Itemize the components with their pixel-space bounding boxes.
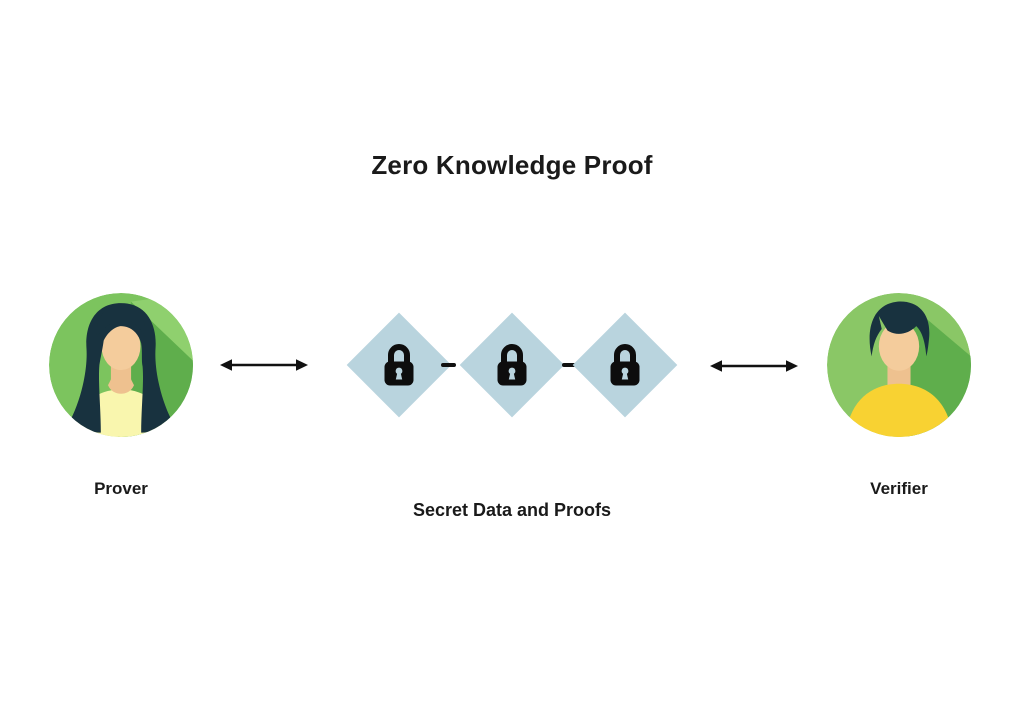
prover-label: Prover — [94, 479, 148, 498]
chain-label: Secret Data and Proofs — [412, 500, 612, 520]
connector-dash — [562, 363, 577, 367]
man-avatar-icon — [827, 293, 971, 437]
lock-icon — [610, 344, 640, 386]
connector-dash — [441, 363, 456, 367]
woman-avatar-icon — [49, 293, 193, 437]
lock-icon — [497, 344, 527, 386]
lock-icon — [384, 344, 414, 386]
prover-avatar — [49, 293, 193, 437]
verifier-label: Verifier — [870, 479, 928, 498]
double-headed-arrow-icon — [710, 360, 798, 372]
diagram-title: Zero Knowledge Proof — [371, 150, 653, 180]
double-headed-arrow-icon — [220, 359, 308, 371]
lock-diamond — [572, 312, 678, 418]
lock-diamond — [346, 312, 452, 418]
lock-diamond — [459, 312, 565, 418]
verifier-avatar — [827, 293, 971, 437]
